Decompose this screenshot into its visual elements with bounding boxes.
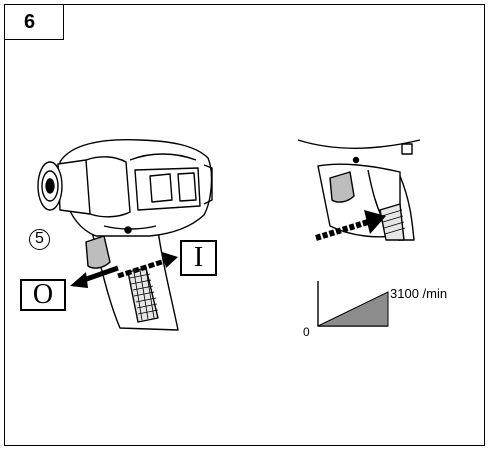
switch-arrows (70, 252, 178, 288)
speed-ramp (317, 291, 389, 327)
zero-speed-label: 0 (303, 325, 310, 339)
speed-graph (317, 281, 389, 327)
figure-number-tab: 6 (4, 4, 64, 40)
figure-frame (4, 4, 485, 446)
max-speed-label: 3100 /min (390, 286, 448, 301)
impact-driver-illustration (37, 138, 213, 331)
figure-number: 6 (24, 11, 36, 33)
trigger-callout-number: 5 (29, 229, 50, 250)
switch-on-label: I (180, 240, 217, 276)
trigger-press-arrow (315, 210, 386, 241)
switch-off-label: O (20, 279, 66, 311)
